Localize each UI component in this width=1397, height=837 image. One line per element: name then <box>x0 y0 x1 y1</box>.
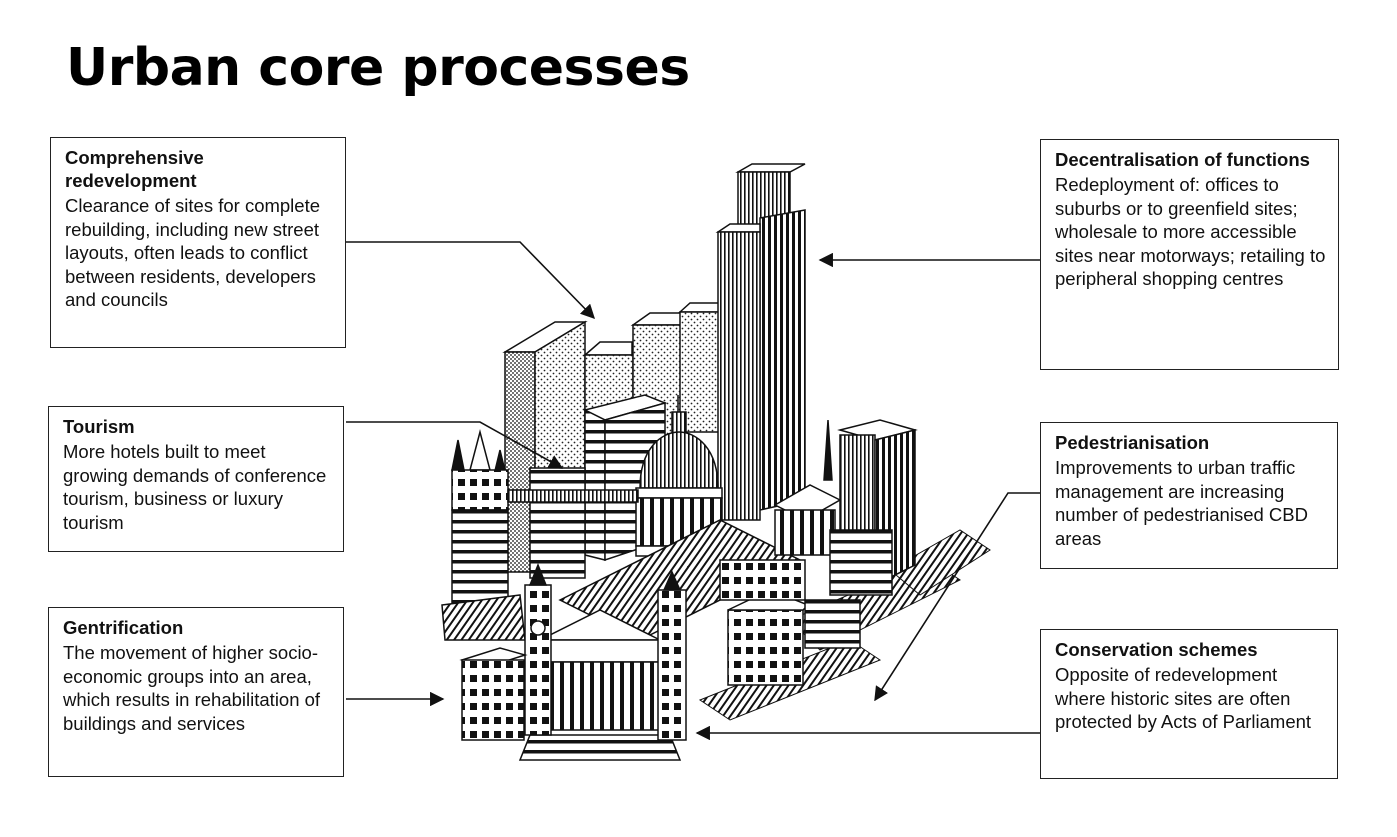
box-body: Redeployment of: offices to suburbs or t… <box>1055 174 1326 289</box>
arrow-comprehensive <box>346 241 596 320</box>
box-heading: Conservation schemes <box>1055 639 1258 660</box>
page-title: Urban core processes <box>66 38 690 98</box>
right-low-blocks <box>719 419 893 686</box>
arrow-pedestrianisation <box>874 492 1040 702</box>
box-heading: Decentralisation of functions <box>1055 149 1310 170</box>
box-body: Improvements to urban traffic management… <box>1055 457 1308 549</box>
decentralisation-box: Decentralisation of functions Redeployme… <box>1040 139 1339 370</box>
gothic-tower <box>441 429 639 641</box>
box-heading: Pedestrianisation <box>1055 432 1210 453</box>
tourism-box: Tourism More hotels built to meet growin… <box>48 406 344 552</box>
box-heading: Comprehensive redevelopment <box>65 147 204 191</box>
leader-arrows <box>346 241 1040 741</box>
box-heading: Gentrification <box>63 617 184 638</box>
conservation-schemes-box: Conservation schemes Opposite of redevel… <box>1040 629 1338 779</box>
gentrification-box: Gentrification The movement of higher so… <box>48 607 344 777</box>
comprehensive-redevelopment-box: Comprehensive redevelopment Clearance of… <box>50 137 346 348</box>
box-body: Clearance of sites for complete rebuildi… <box>65 195 321 310</box>
box-body: The movement of higher socio-economic gr… <box>63 642 321 734</box>
box-body: Opposite of redevelopment where historic… <box>1055 664 1312 732</box>
cathedral-front <box>518 519 802 761</box>
box-body: More hotels built to meet growing demand… <box>63 441 327 533</box>
arrow-tourism <box>346 421 564 469</box>
office-block <box>529 394 668 579</box>
terraced-houses <box>459 647 528 741</box>
box-heading: Tourism <box>63 416 135 437</box>
pedestrianisation-box: Pedestrianisation Improvements to urban … <box>1040 422 1338 569</box>
